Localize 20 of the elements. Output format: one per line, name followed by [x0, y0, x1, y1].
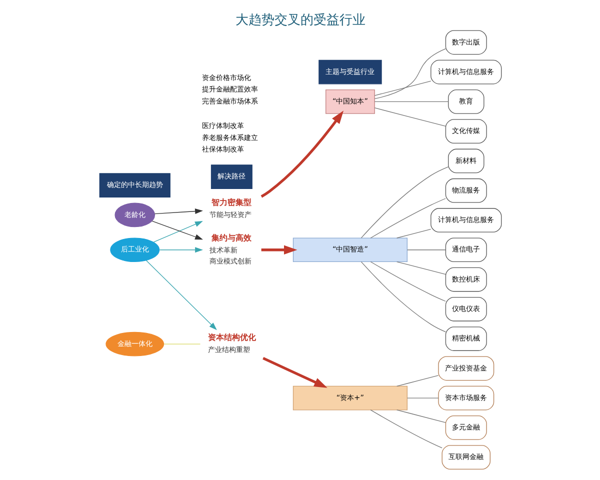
connector — [396, 228, 431, 238]
diagram-title: 大趋势交叉的受益行业 — [235, 12, 365, 28]
connector — [370, 261, 446, 302]
connector — [396, 261, 446, 275]
connector — [396, 410, 446, 423]
connector — [370, 410, 442, 448]
connector — [360, 262, 446, 332]
connector — [374, 108, 446, 127]
arrow — [145, 260, 216, 330]
arrow — [260, 245, 297, 254]
connector — [374, 101, 448, 102]
connector — [360, 166, 448, 238]
arrow — [158, 247, 202, 253]
arrow — [260, 110, 344, 198]
connector — [374, 80, 431, 96]
connector — [396, 375, 438, 386]
connector — [370, 198, 446, 238]
arrow — [262, 357, 327, 388]
arrow — [154, 208, 202, 214]
connector — [374, 48, 446, 100]
